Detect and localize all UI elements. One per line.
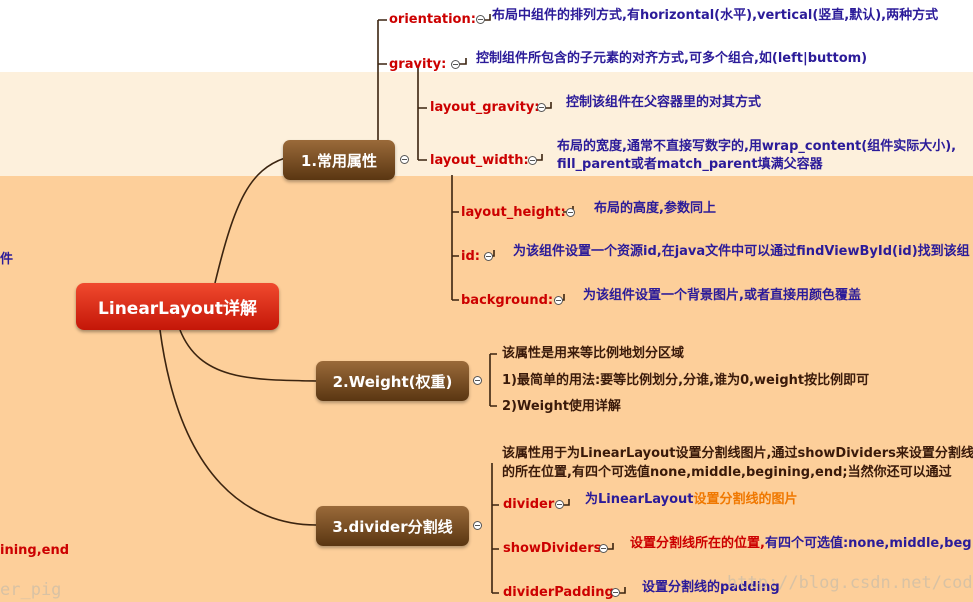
collapse-icon[interactable]: [537, 103, 546, 112]
collapse-icon[interactable]: [473, 376, 482, 385]
watermark-right: http://blog.csdn.net/cod: [727, 573, 973, 593]
weight-item-2: 1)最简单的用法:要等比例划分,分谁,谁为0,weight按比例即可: [502, 373, 870, 388]
left-fragment-top: 件: [0, 252, 14, 267]
desc-layout-width-line2: fill_parent或者match_parent填满父容器: [557, 157, 823, 172]
desc-gravity: 控制组件所包含的子元素的对齐方式,可多个组合,如(left|buttom): [476, 51, 868, 66]
collapse-icon[interactable]: [599, 544, 608, 553]
collapse-icon[interactable]: [611, 588, 620, 597]
weight-item-3: 2)Weight使用详解: [502, 399, 621, 414]
divider-intro-line2: 的所在位置,有四个可选值none,middle,begining,end;当然你…: [502, 465, 952, 480]
attr-show-dividers: showDividers: [503, 541, 602, 556]
attr-divider-padding: dividerPadding: [503, 585, 614, 600]
desc-background: 为该组件设置一个背景图片,或者直接用颜色覆盖: [583, 288, 861, 303]
desc-orientation: 布局中组件的排列方式,有horizontal(水平),vertical(竖直,默…: [492, 8, 939, 23]
attr-gravity: gravity:: [389, 57, 447, 72]
collapse-icon[interactable]: [473, 521, 482, 530]
collapse-icon[interactable]: [484, 252, 493, 261]
desc-divider-suffix: 设置分割线的图片: [693, 492, 798, 507]
desc-layout-gravity: 控制该组件在父容器里的对其方式: [566, 95, 762, 110]
attr-id: id:: [461, 249, 480, 264]
attr-background: background:: [461, 293, 554, 308]
collapse-icon[interactable]: [400, 155, 409, 164]
attr-layout-gravity: layout_gravity:: [430, 100, 540, 115]
desc-divider-prefix: 为LinearLayout: [585, 492, 694, 507]
branch-common-attributes[interactable]: 1.常用属性: [283, 140, 395, 180]
desc-show-dividers-prefix: 设置分割线所在的位置,: [630, 536, 765, 551]
watermark-left: er_pig: [0, 580, 62, 600]
weight-item-1: 该属性是用来等比例地划分区域: [502, 346, 685, 361]
desc-show-dividers-suffix: 有四个可选值:none,middle,beg: [764, 536, 972, 551]
collapse-icon[interactable]: [566, 208, 575, 217]
collapse-icon[interactable]: [555, 500, 564, 509]
desc-divider: 为LinearLayout设置分割线的图片: [585, 492, 798, 508]
branch-weight[interactable]: 2.Weight(权重): [316, 361, 469, 401]
collapse-icon[interactable]: [528, 156, 537, 165]
branch-divider[interactable]: 3.divider分割线: [316, 506, 469, 546]
attr-layout-height: layout_height:: [461, 205, 566, 220]
desc-show-dividers: 设置分割线所在的位置,有四个可选值:none,middle,beg: [630, 536, 972, 552]
background-band-light: [0, 72, 973, 176]
divider-intro-line1: 该属性用于为LinearLayout设置分割线图片,通过showDividers…: [502, 446, 973, 461]
collapse-icon[interactable]: [451, 60, 460, 69]
root-node[interactable]: LinearLayout详解: [76, 283, 279, 330]
desc-layout-height: 布局的高度,参数同上: [594, 201, 716, 216]
left-fragment-bottom: ining,end: [0, 543, 70, 558]
desc-divider-padding: 设置分割线的padding: [642, 580, 780, 595]
collapse-icon[interactable]: [554, 296, 563, 305]
attr-orientation: orientation:: [389, 12, 476, 27]
background-band-main: [0, 176, 973, 602]
desc-id: 为该组件设置一个资源id,在java文件中可以通过findViewById(id…: [513, 244, 970, 259]
desc-layout-width: 布局的宽度,通常不直接写数字的,用wrap_content(组件实际大小),: [557, 139, 957, 154]
collapse-icon[interactable]: [476, 15, 485, 24]
attr-divider: divider: [503, 497, 555, 512]
attr-layout-width: layout_width:: [430, 153, 529, 168]
